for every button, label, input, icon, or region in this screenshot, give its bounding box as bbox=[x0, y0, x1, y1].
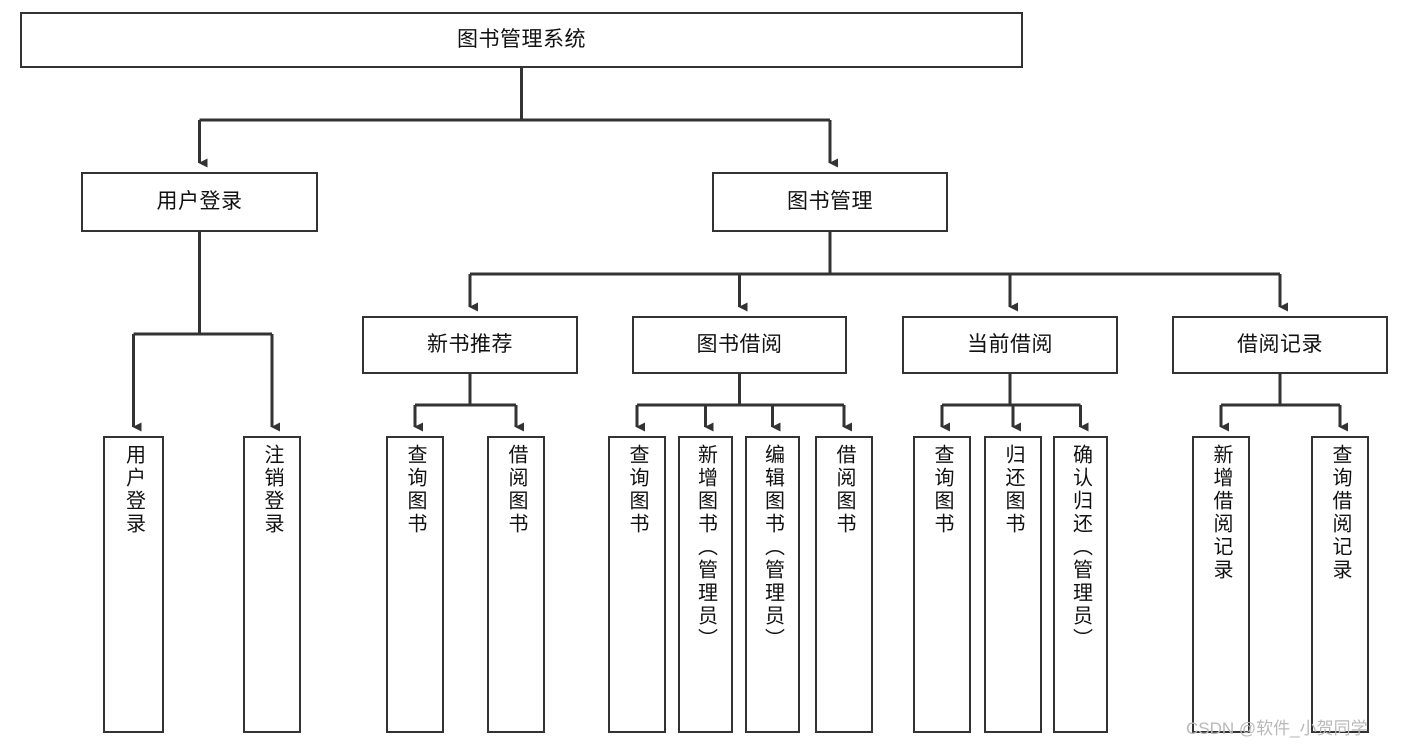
node-leaf-12[interactable]: 新增借阅记录 bbox=[1192, 436, 1250, 733]
node-current[interactable]: 当前借阅 bbox=[902, 316, 1118, 374]
node-label: 确认归还（管理员） bbox=[1069, 444, 1092, 651]
node-bookmgmt[interactable]: 图书管理 bbox=[712, 172, 948, 232]
node-label: 借阅图书 bbox=[833, 444, 855, 536]
node-leaf-7[interactable]: 编辑图书（管理员） bbox=[745, 436, 800, 733]
node-label: 新增图书（管理员） bbox=[694, 444, 717, 651]
node-label: 查询图书 bbox=[404, 444, 426, 536]
node-label: 借阅图书 bbox=[505, 444, 527, 536]
node-leaf-4[interactable]: 借阅图书 bbox=[487, 436, 545, 733]
node-leaf-2[interactable]: 注销登录 bbox=[243, 436, 301, 733]
node-label: 新书推荐 bbox=[427, 332, 513, 356]
node-root[interactable]: 图书管理系统 bbox=[20, 12, 1023, 68]
node-label: 用户登录 bbox=[122, 444, 145, 536]
node-label: 编辑图书（管理员） bbox=[761, 444, 784, 651]
node-label: 借阅记录 bbox=[1237, 332, 1323, 356]
node-leaf-10[interactable]: 归还图书 bbox=[984, 436, 1042, 733]
node-label: 用户登录 bbox=[156, 189, 243, 213]
node-leaf-13[interactable]: 查询借阅记录 bbox=[1311, 436, 1369, 733]
node-label: 图书管理系统 bbox=[457, 27, 586, 51]
node-leaf-3[interactable]: 查询图书 bbox=[386, 436, 444, 733]
node-leaf-8[interactable]: 借阅图书 bbox=[815, 436, 873, 733]
node-label: 注销登录 bbox=[261, 444, 283, 536]
node-newbook[interactable]: 新书推荐 bbox=[362, 316, 578, 374]
node-leaf-1[interactable]: 用户登录 bbox=[103, 436, 164, 733]
node-records[interactable]: 借阅记录 bbox=[1172, 316, 1388, 374]
node-label: 归还图书 bbox=[1002, 444, 1024, 536]
node-label: 查询图书 bbox=[626, 444, 648, 536]
node-leaf-11[interactable]: 确认归还（管理员） bbox=[1053, 436, 1108, 733]
node-label: 图书借阅 bbox=[696, 332, 783, 356]
node-label: 查询图书 bbox=[931, 444, 953, 536]
node-leaf-6[interactable]: 新增图书（管理员） bbox=[678, 436, 733, 733]
node-label: 图书管理 bbox=[787, 189, 873, 213]
watermark-text: CSDN @软件_小贺同学 bbox=[1186, 719, 1368, 738]
node-label: 当前借阅 bbox=[967, 332, 1053, 356]
node-leaf-9[interactable]: 查询图书 bbox=[913, 436, 971, 733]
node-label: 新增借阅记录 bbox=[1210, 444, 1232, 582]
node-leaf-5[interactable]: 查询图书 bbox=[608, 436, 666, 733]
node-login[interactable]: 用户登录 bbox=[81, 172, 318, 232]
node-borrow[interactable]: 图书借阅 bbox=[632, 316, 847, 374]
node-label: 查询借阅记录 bbox=[1329, 444, 1351, 582]
